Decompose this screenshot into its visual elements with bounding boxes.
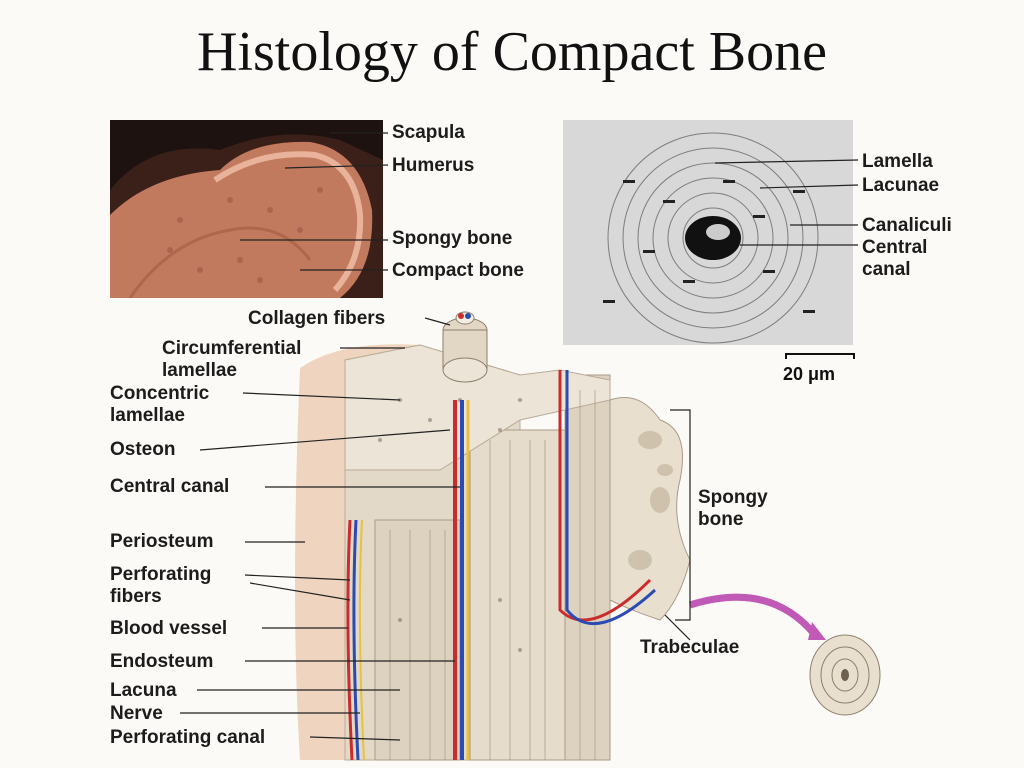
label-canaliculi: Canaliculi — [862, 215, 952, 236]
scale-bar — [785, 353, 855, 359]
label-trabeculae: Trabeculae — [640, 637, 740, 658]
label-lacuna: Lacuna — [110, 680, 177, 701]
label-concentric-lamellae: Concentric lamellae — [110, 383, 210, 426]
label-compact-bone: Compact bone — [392, 260, 524, 281]
osteon-micrograph — [563, 120, 853, 345]
label-perforating-canal: Perforating canal — [110, 727, 266, 748]
label-lamella: Lamella — [862, 151, 933, 172]
label-central-canal: Central canal — [110, 476, 230, 497]
label-photo-spongy-bone: Spongy bone — [392, 228, 513, 249]
label-periosteum: Periosteum — [110, 531, 214, 552]
label-spongy-bone: Spongy bone — [698, 487, 768, 530]
label-collagen-fibers: Collagen fibers — [248, 308, 386, 329]
label-blood-vessel: Blood vessel — [110, 618, 228, 639]
label-perforating-fibers: Perforating fibers — [110, 564, 212, 607]
label-micro-central-canal: Central canal — [862, 237, 928, 280]
label-humerus: Humerus — [392, 155, 475, 176]
label-lacunae: Lacunae — [862, 175, 940, 196]
scale-label: 20 μm — [783, 364, 836, 384]
humerus-photo — [110, 120, 383, 298]
label-endosteum: Endosteum — [110, 651, 214, 672]
label-nerve: Nerve — [110, 703, 163, 724]
slide-title: Histology of Compact Bone — [197, 21, 827, 83]
label-osteon: Osteon — [110, 439, 176, 460]
label-scapula: Scapula — [392, 122, 465, 143]
label-circumferential-lamellae: Circumferential lamellae — [162, 338, 302, 381]
